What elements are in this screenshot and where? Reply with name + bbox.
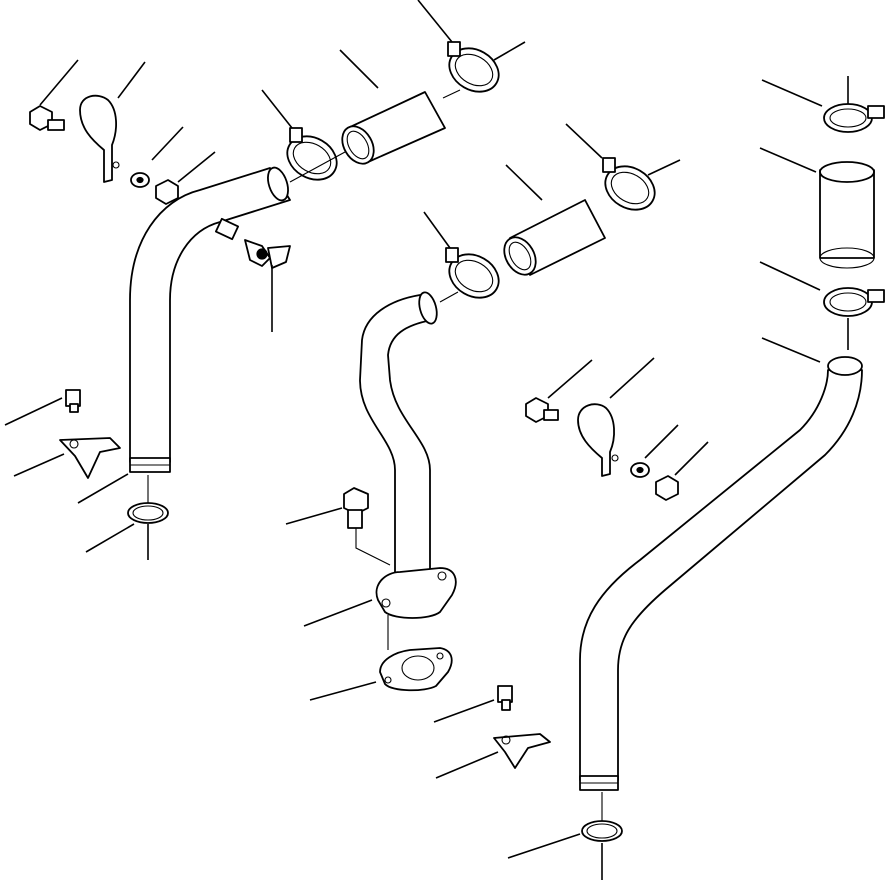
bolt-center [343,487,391,566]
rubber-hose-3 [819,161,875,269]
bracket-small-left [59,389,121,479]
gasket [379,647,453,692]
rubber-hose-1 [341,91,446,165]
leader-lines [4,0,849,880]
washer-right [630,462,650,478]
temperature-sensor [214,217,291,269]
hose-clamp-5 [823,103,885,133]
hose-clamp-3 [445,247,500,299]
nut-right [655,475,679,501]
hose-clamp-4 [602,157,656,211]
bracket-small-center [493,685,551,769]
center-pipe [359,291,457,619]
right-o-ring [581,820,623,842]
pipe-clamp-left [79,94,120,183]
hose-clamp-6 [823,287,885,317]
rubber-hose-2 [503,199,606,276]
bolt-left [29,105,65,131]
right-pipe [579,356,863,791]
left-o-ring [127,502,169,524]
left-pipe [129,166,291,473]
bolt-right [525,397,559,423]
nut-left [155,179,179,205]
hose-clamp-2 [447,41,500,93]
washer-left [130,172,150,188]
pipe-clamp-right [577,403,619,477]
